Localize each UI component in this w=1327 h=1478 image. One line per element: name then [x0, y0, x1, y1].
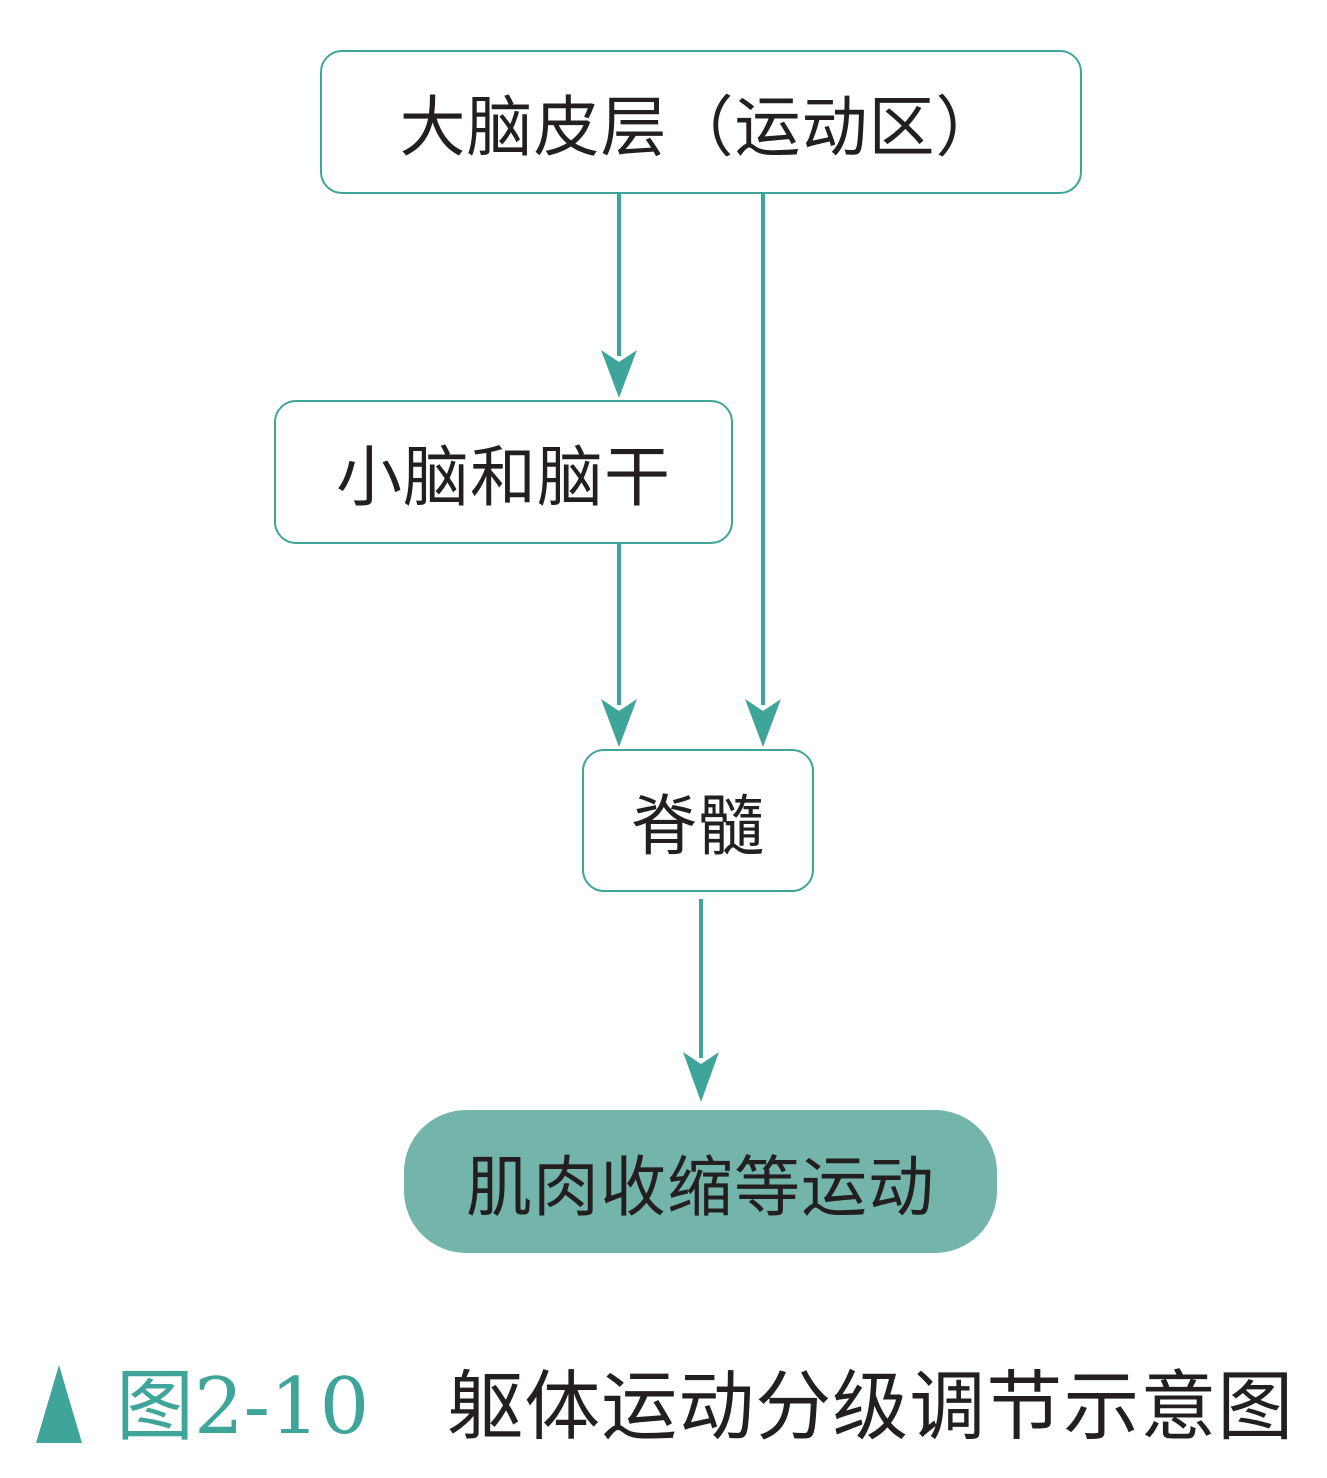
- node-label: 脊髓: [631, 787, 765, 865]
- arrowhead-icon: [683, 1052, 719, 1102]
- figure-number: 图2-10: [116, 1362, 370, 1452]
- node-cerebellum-brainstem: 小脑和脑干: [274, 400, 733, 544]
- node-cerebral-cortex: 大脑皮层（运动区）: [320, 50, 1082, 194]
- arrowhead-icon: [745, 699, 781, 747]
- figure-caption: 图2-10 躯体运动分级调节示意图: [36, 1350, 1294, 1452]
- node-spinal-cord: 脊髓: [582, 749, 814, 892]
- node-muscle-contraction: 肌肉收缩等运动: [404, 1110, 997, 1253]
- arrowhead-icon: [601, 350, 637, 398]
- triangle-marker-icon: [36, 1365, 82, 1443]
- node-label: 肌肉收缩等运动: [466, 1148, 935, 1226]
- node-label: 大脑皮层（运动区）: [399, 89, 1003, 166]
- figure-title: 躯体运动分级调节示意图: [447, 1362, 1295, 1451]
- arrowhead-icon: [601, 699, 637, 747]
- node-label: 小脑和脑干: [336, 439, 671, 516]
